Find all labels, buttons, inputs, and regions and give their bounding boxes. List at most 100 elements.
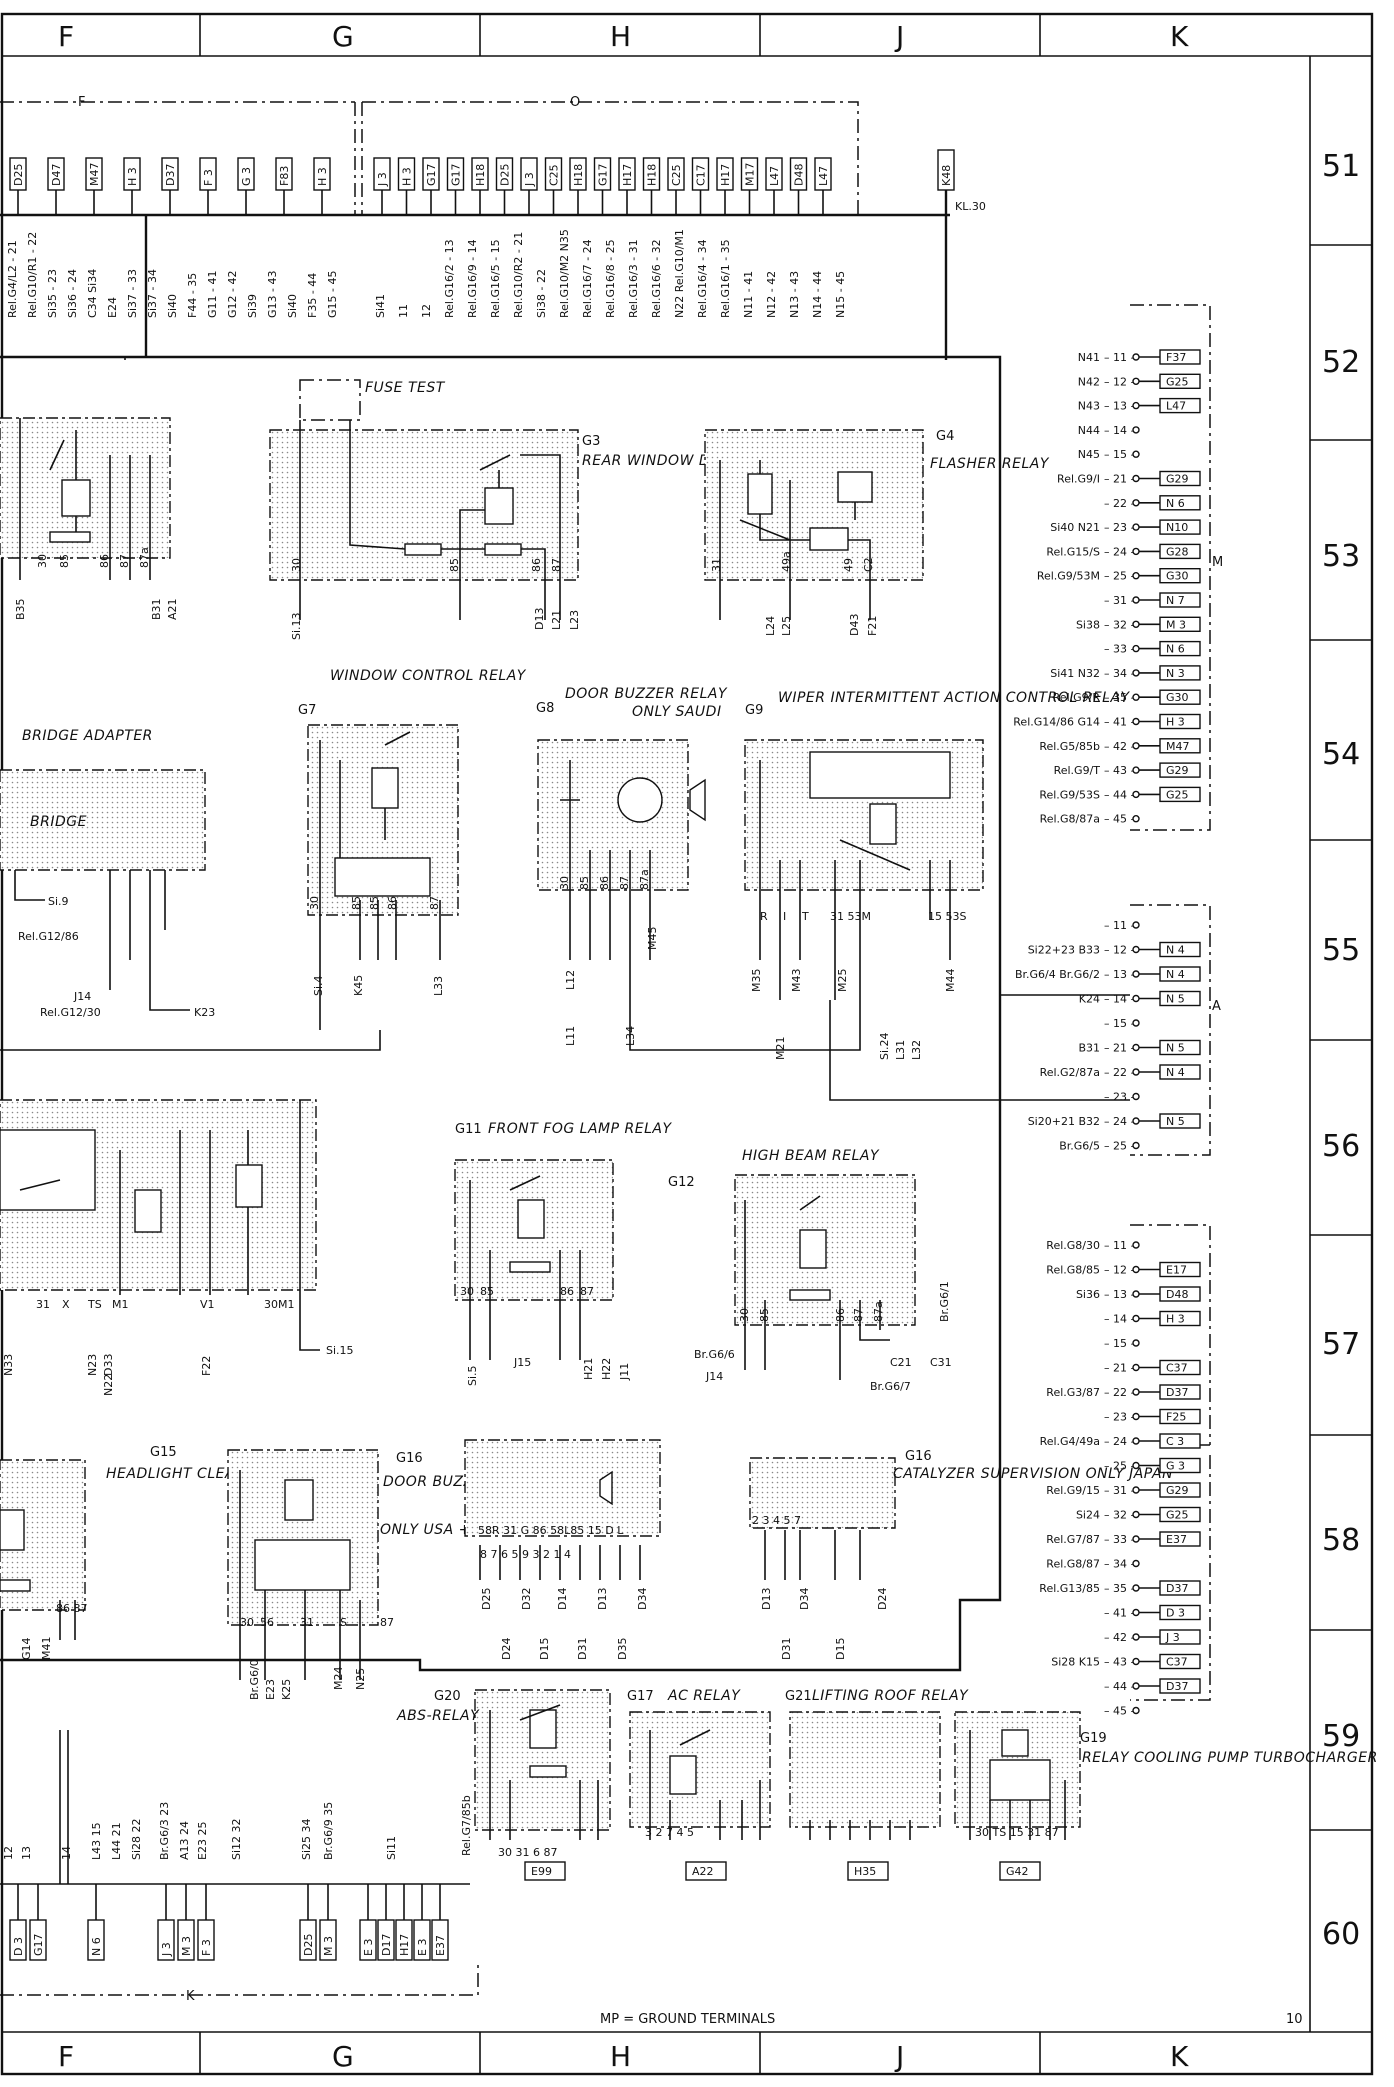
svg-text:30: 30 xyxy=(36,554,49,568)
conn-l-fuse: G29 xyxy=(1166,1484,1189,1497)
bridge-label: BRIDGE xyxy=(30,814,87,830)
wire-o-6: Rel.G10/R2 - 21 xyxy=(512,232,525,318)
conn-l-fuse: D37 xyxy=(1166,1386,1188,1399)
fuse-o-label: D25 xyxy=(499,164,512,186)
svg-text:D34: D34 xyxy=(636,1588,649,1610)
conn-m-pin: – 41 – xyxy=(1104,716,1136,729)
fuse-f-4: D37 xyxy=(161,157,179,215)
fuse-o-1: H 3 xyxy=(397,157,416,215)
svg-text:J14: J14 xyxy=(73,990,91,1003)
svg-text:87: 87 xyxy=(550,558,563,572)
conn-l-fuse: J 3 xyxy=(1165,1631,1180,1644)
conn-m-pin: – 24 – xyxy=(1104,545,1136,558)
relay-g4-code: G4 xyxy=(936,429,954,444)
conn-l-pin: – 15 – xyxy=(1104,1337,1136,1350)
svg-text:Rel.G12/86: Rel.G12/86 xyxy=(18,930,79,943)
svg-text:D13: D13 xyxy=(533,608,546,630)
conn-a-signal: Rel.G2/87a xyxy=(1040,1066,1100,1079)
fuse-bottom-label: E 3 xyxy=(416,1939,429,1956)
conn-l-row-15: – 15 – xyxy=(1104,1337,1140,1350)
conn-l-fuse: D48 xyxy=(1166,1288,1188,1301)
svg-text:A21: A21 xyxy=(166,598,179,620)
relay-g4-name: FLASHER RELAY xyxy=(930,456,1050,472)
svg-text:F21: F21 xyxy=(866,616,879,636)
relay-g17-name: AC RELAY xyxy=(667,1688,741,1704)
svg-text:87: 87 xyxy=(618,876,631,890)
svg-text:Si.24: Si.24 xyxy=(878,1032,891,1060)
conn-m-pin: – 15 – xyxy=(1104,448,1136,461)
svg-text:L44 21: L44 21 xyxy=(110,1822,123,1860)
conn-m-signal: Rel.G9/53S xyxy=(1039,788,1100,801)
k48-label: K48 xyxy=(940,165,953,186)
fuse-bottom-5: F 3 xyxy=(197,1884,215,1961)
svg-text:3 2 7 4 5: 3 2 7 4 5 xyxy=(645,1826,694,1839)
fuse-bottom-label: F 3 xyxy=(200,1939,213,1956)
conn-m-fuse: G25 xyxy=(1166,788,1189,801)
conn-a-fuse: N 4 xyxy=(1166,968,1185,981)
relay-g3: G3 REAR WINDOW DEFOGGER RELAY 30 85 86 8… xyxy=(269,420,834,640)
svg-text:B31: B31 xyxy=(150,598,163,620)
svg-text:D35: D35 xyxy=(616,1638,629,1660)
page-number: 10 xyxy=(1286,2012,1303,2027)
relay-g20-code: G20 xyxy=(434,1689,461,1704)
svg-text:86: 86 xyxy=(560,1285,574,1298)
svg-text:K45: K45 xyxy=(352,975,365,996)
relay-g16-audio: 58R 31 G 86 58L85 15 D L 8 7 6 5 9 3 2 1… xyxy=(464,1439,661,1660)
svg-text:D24: D24 xyxy=(500,1638,513,1660)
fuse-bottom-1: G17 xyxy=(29,1884,47,1961)
relay-g8-name: DOOR BUZZER RELAY xyxy=(565,686,728,702)
svg-text:M1: M1 xyxy=(112,1298,129,1311)
wire-f-9: F44 - 35 xyxy=(186,273,199,318)
conn-m-pin: – 42 – xyxy=(1104,740,1136,753)
fuse-f-label: F83 xyxy=(278,166,291,186)
conn-m-fuse: M 3 xyxy=(1166,618,1186,631)
top-fuse-bus: F O KL.30 K48 xyxy=(0,95,986,360)
fuse-f-label: G 3 xyxy=(240,167,253,186)
svg-text:Si28 22: Si28 22 xyxy=(130,1818,143,1860)
conn-a-pin: – 23 – xyxy=(1104,1091,1136,1104)
connector-a-label: A xyxy=(1212,999,1221,1014)
svg-text:N23: N23 xyxy=(86,1354,99,1376)
wire-o-16: N11 - 41 xyxy=(742,271,755,318)
conn-l-fuse: G25 xyxy=(1166,1509,1189,1522)
svg-text:K23: K23 xyxy=(194,1006,215,1019)
wire-f-16: G15 - 45 xyxy=(326,271,339,318)
svg-text:J11: J11 xyxy=(618,1363,631,1381)
svg-text:30 31 6 87: 30 31 6 87 xyxy=(498,1846,557,1859)
relay-g3-code: G3 xyxy=(582,434,600,449)
svg-text:R: R xyxy=(760,910,768,923)
svg-text:Rel.G12/30: Rel.G12/30 xyxy=(40,1006,101,1019)
conn-l-signal: Si24 xyxy=(1076,1509,1100,1522)
svg-text:E23: E23 xyxy=(264,1679,277,1700)
conn-m-row-34: Si41 N32– 34 –N 3 xyxy=(1050,665,1201,681)
conn-l-signal: Rel.G8/87 xyxy=(1046,1558,1100,1571)
svg-text:X: X xyxy=(62,1298,70,1311)
fuse-test: FUSE TEST xyxy=(299,379,445,421)
relay-g19-name: RELAY COOLING PUMP TURBOCHARGER xyxy=(1082,1750,1378,1766)
svg-text:I: I xyxy=(783,910,786,923)
conn-m-fuse: N 6 xyxy=(1166,497,1185,510)
conn-m-fuse: L47 xyxy=(1166,400,1186,413)
fuse-o-label: G17 xyxy=(450,163,463,186)
conn-l-fuse: C37 xyxy=(1166,1656,1188,1669)
fuse-o-label: H17 xyxy=(719,164,732,186)
conn-m-signal: Rel.G9/R xyxy=(1053,691,1101,704)
svg-text:Si.13: Si.13 xyxy=(290,612,303,640)
module-h35: H35 xyxy=(854,1865,876,1878)
conn-l-row-11: Rel.G8/30– 11 – xyxy=(1046,1239,1140,1252)
svg-text:M45: M45 xyxy=(646,927,659,951)
fuse-bottom-7: M 3 xyxy=(319,1884,337,1961)
svg-text:Br.G6/1: Br.G6/1 xyxy=(938,1281,951,1322)
conn-l-pin: – 42 – xyxy=(1104,1631,1136,1644)
module-a22: A22 xyxy=(692,1865,714,1878)
svg-text:31: 31 xyxy=(36,1298,50,1311)
fuse-o-label: H18 xyxy=(572,164,585,186)
fuse-o-label: C25 xyxy=(670,164,683,186)
conn-l-row-22: Rel.G3/87– 22 –D37 xyxy=(1046,1384,1201,1400)
wire-f-8: Si40 xyxy=(166,294,179,318)
relay-g9-code: G9 xyxy=(745,703,763,718)
conn-l-signal: Si28 K15 xyxy=(1051,1656,1100,1669)
